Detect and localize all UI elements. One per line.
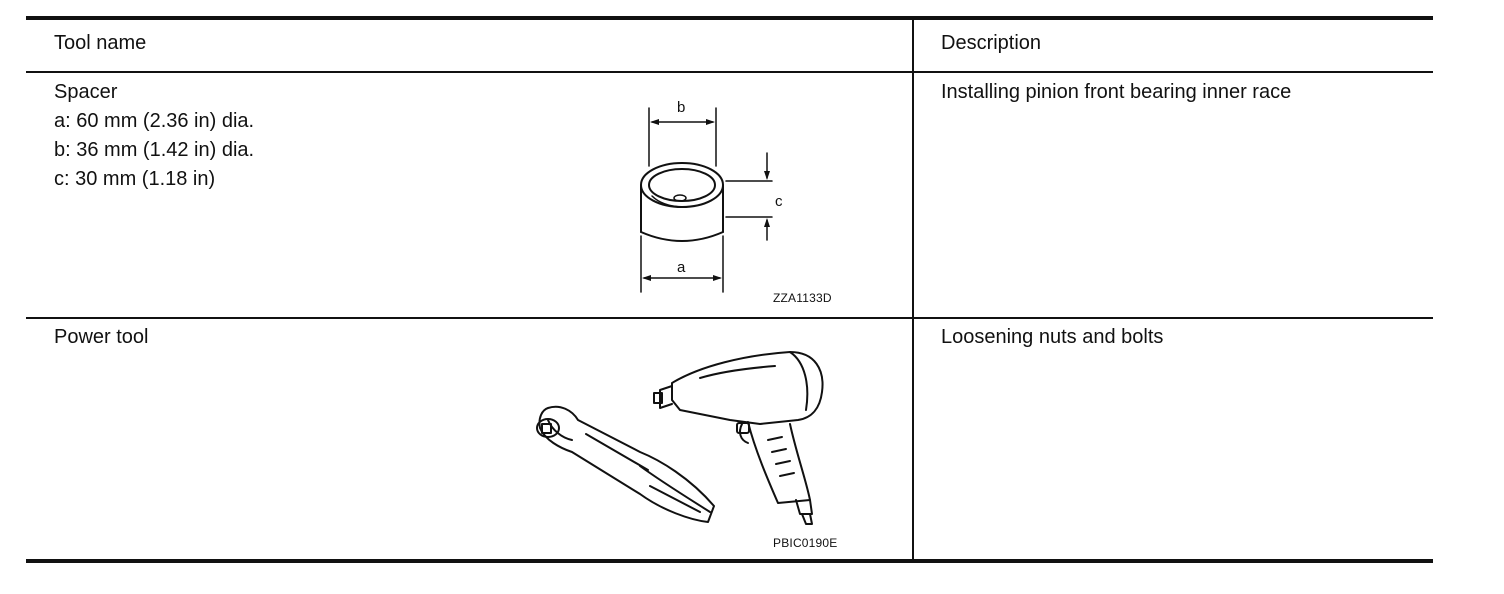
figure-caption: ZZA1133D [773, 291, 832, 305]
row-tool-name: Power tool [54, 326, 149, 348]
spec-line: c: 30 mm (1.18 in) [54, 168, 216, 190]
spacer-ring-drawing-icon: b c a [640, 99, 783, 293]
header-description: Description [941, 32, 1042, 54]
dimension-label: a [677, 259, 686, 276]
dimension-label: b [677, 99, 685, 116]
table-bottom-rule [26, 559, 1433, 563]
dimension-label: c [775, 193, 783, 210]
power-tool-drawing-icon [536, 351, 824, 525]
header-tool-name: Tool name [54, 32, 147, 54]
spec-line: a: 60 mm (2.36 in) dia. [54, 110, 255, 132]
header-divider [26, 71, 1433, 73]
figure-caption: PBIC0190E [773, 536, 838, 550]
row-description: Installing pinion front bearing inner ra… [941, 81, 1292, 103]
row-divider [26, 317, 1433, 319]
row-tool-name: Spacer [54, 81, 118, 103]
table-top-rule [26, 16, 1433, 20]
row-description: Loosening nuts and bolts [941, 326, 1164, 348]
column-divider [912, 18, 914, 561]
spec-line: b: 36 mm (1.42 in) dia. [54, 139, 255, 161]
